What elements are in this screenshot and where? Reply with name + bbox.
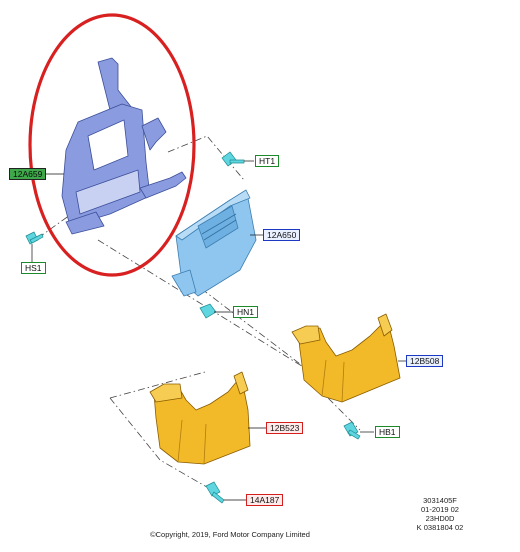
callout-hs1[interactable]: HS1 xyxy=(21,262,46,274)
mounting-bracket-12A659[interactable] xyxy=(61,57,187,235)
leader-lines xyxy=(31,160,406,501)
fastener-HT1[interactable] xyxy=(221,151,245,167)
fastener-14A187[interactable] xyxy=(205,481,225,504)
highlight-circle xyxy=(28,13,196,277)
callout-hb1[interactable]: HB1 xyxy=(375,426,400,438)
assembly-line-cover-left xyxy=(109,397,213,491)
fastener-HS1[interactable] xyxy=(25,231,44,245)
fastener-HN1[interactable] xyxy=(199,303,217,319)
module-top-face xyxy=(175,189,251,241)
callout-ht1[interactable]: HT1 xyxy=(255,155,280,167)
callout-hn1[interactable]: HN1 xyxy=(233,306,259,318)
reference-line-3: 23HD0D xyxy=(425,514,455,523)
reference-line-1: 3031405F xyxy=(423,496,457,505)
control-module-12A650[interactable] xyxy=(171,189,257,297)
fastener-HB1-shank xyxy=(347,429,361,440)
cover-12B523-tab-left xyxy=(149,383,183,403)
module-connector-ribs xyxy=(201,213,237,241)
cover-12B508[interactable] xyxy=(291,313,401,403)
callout-12a650[interactable]: 12A650 xyxy=(263,229,301,241)
reference-line-2: 01-2019 02 xyxy=(421,505,459,514)
drawing-reference: 3031405F 01-2019 02 23HD0D K 0381804 02 xyxy=(405,496,475,532)
cover-12B523-tab-right xyxy=(233,371,249,395)
callout-12a659[interactable]: 12A659 xyxy=(9,168,47,180)
assembly-line-module-cover xyxy=(189,279,309,371)
fastener-HT1-head xyxy=(221,151,237,167)
callout-12b523[interactable]: 12B523 xyxy=(266,422,304,434)
bracket-window-lower xyxy=(75,169,141,215)
cover-12B523-fold xyxy=(177,419,207,465)
assembly-line-cover-lower xyxy=(109,371,206,399)
copyright-notice: ©Copyright, 2019, Ford Motor Company Lim… xyxy=(150,530,310,539)
bracket-lower-foot xyxy=(65,211,105,235)
bracket-window-upper xyxy=(87,119,129,171)
reference-line-4: K 0381804 02 xyxy=(416,523,464,532)
cover-12B523[interactable] xyxy=(149,371,251,465)
cover-12B508-tab-left xyxy=(291,325,321,345)
fastener-HS1-shank xyxy=(29,233,44,244)
cover-12B508-tab-right xyxy=(377,313,393,337)
bracket-lower-strap xyxy=(139,171,187,199)
fastener-14A187-head xyxy=(205,481,221,497)
callout-12b508[interactable]: 12B508 xyxy=(406,355,444,367)
fastener-HN1-body xyxy=(199,303,217,319)
module-base-tab xyxy=(171,269,197,297)
fastener-HT1-shank xyxy=(229,159,245,164)
fastener-14A187-shank xyxy=(211,491,225,504)
fastener-HB1[interactable] xyxy=(343,421,361,440)
assembly-line-hs1 xyxy=(37,214,71,239)
callout-14a187[interactable]: 14A187 xyxy=(246,494,284,506)
cover-12B508-fold xyxy=(321,359,345,403)
bracket-side-tab xyxy=(141,117,167,151)
assembly-line-bracket-cover xyxy=(97,239,306,369)
